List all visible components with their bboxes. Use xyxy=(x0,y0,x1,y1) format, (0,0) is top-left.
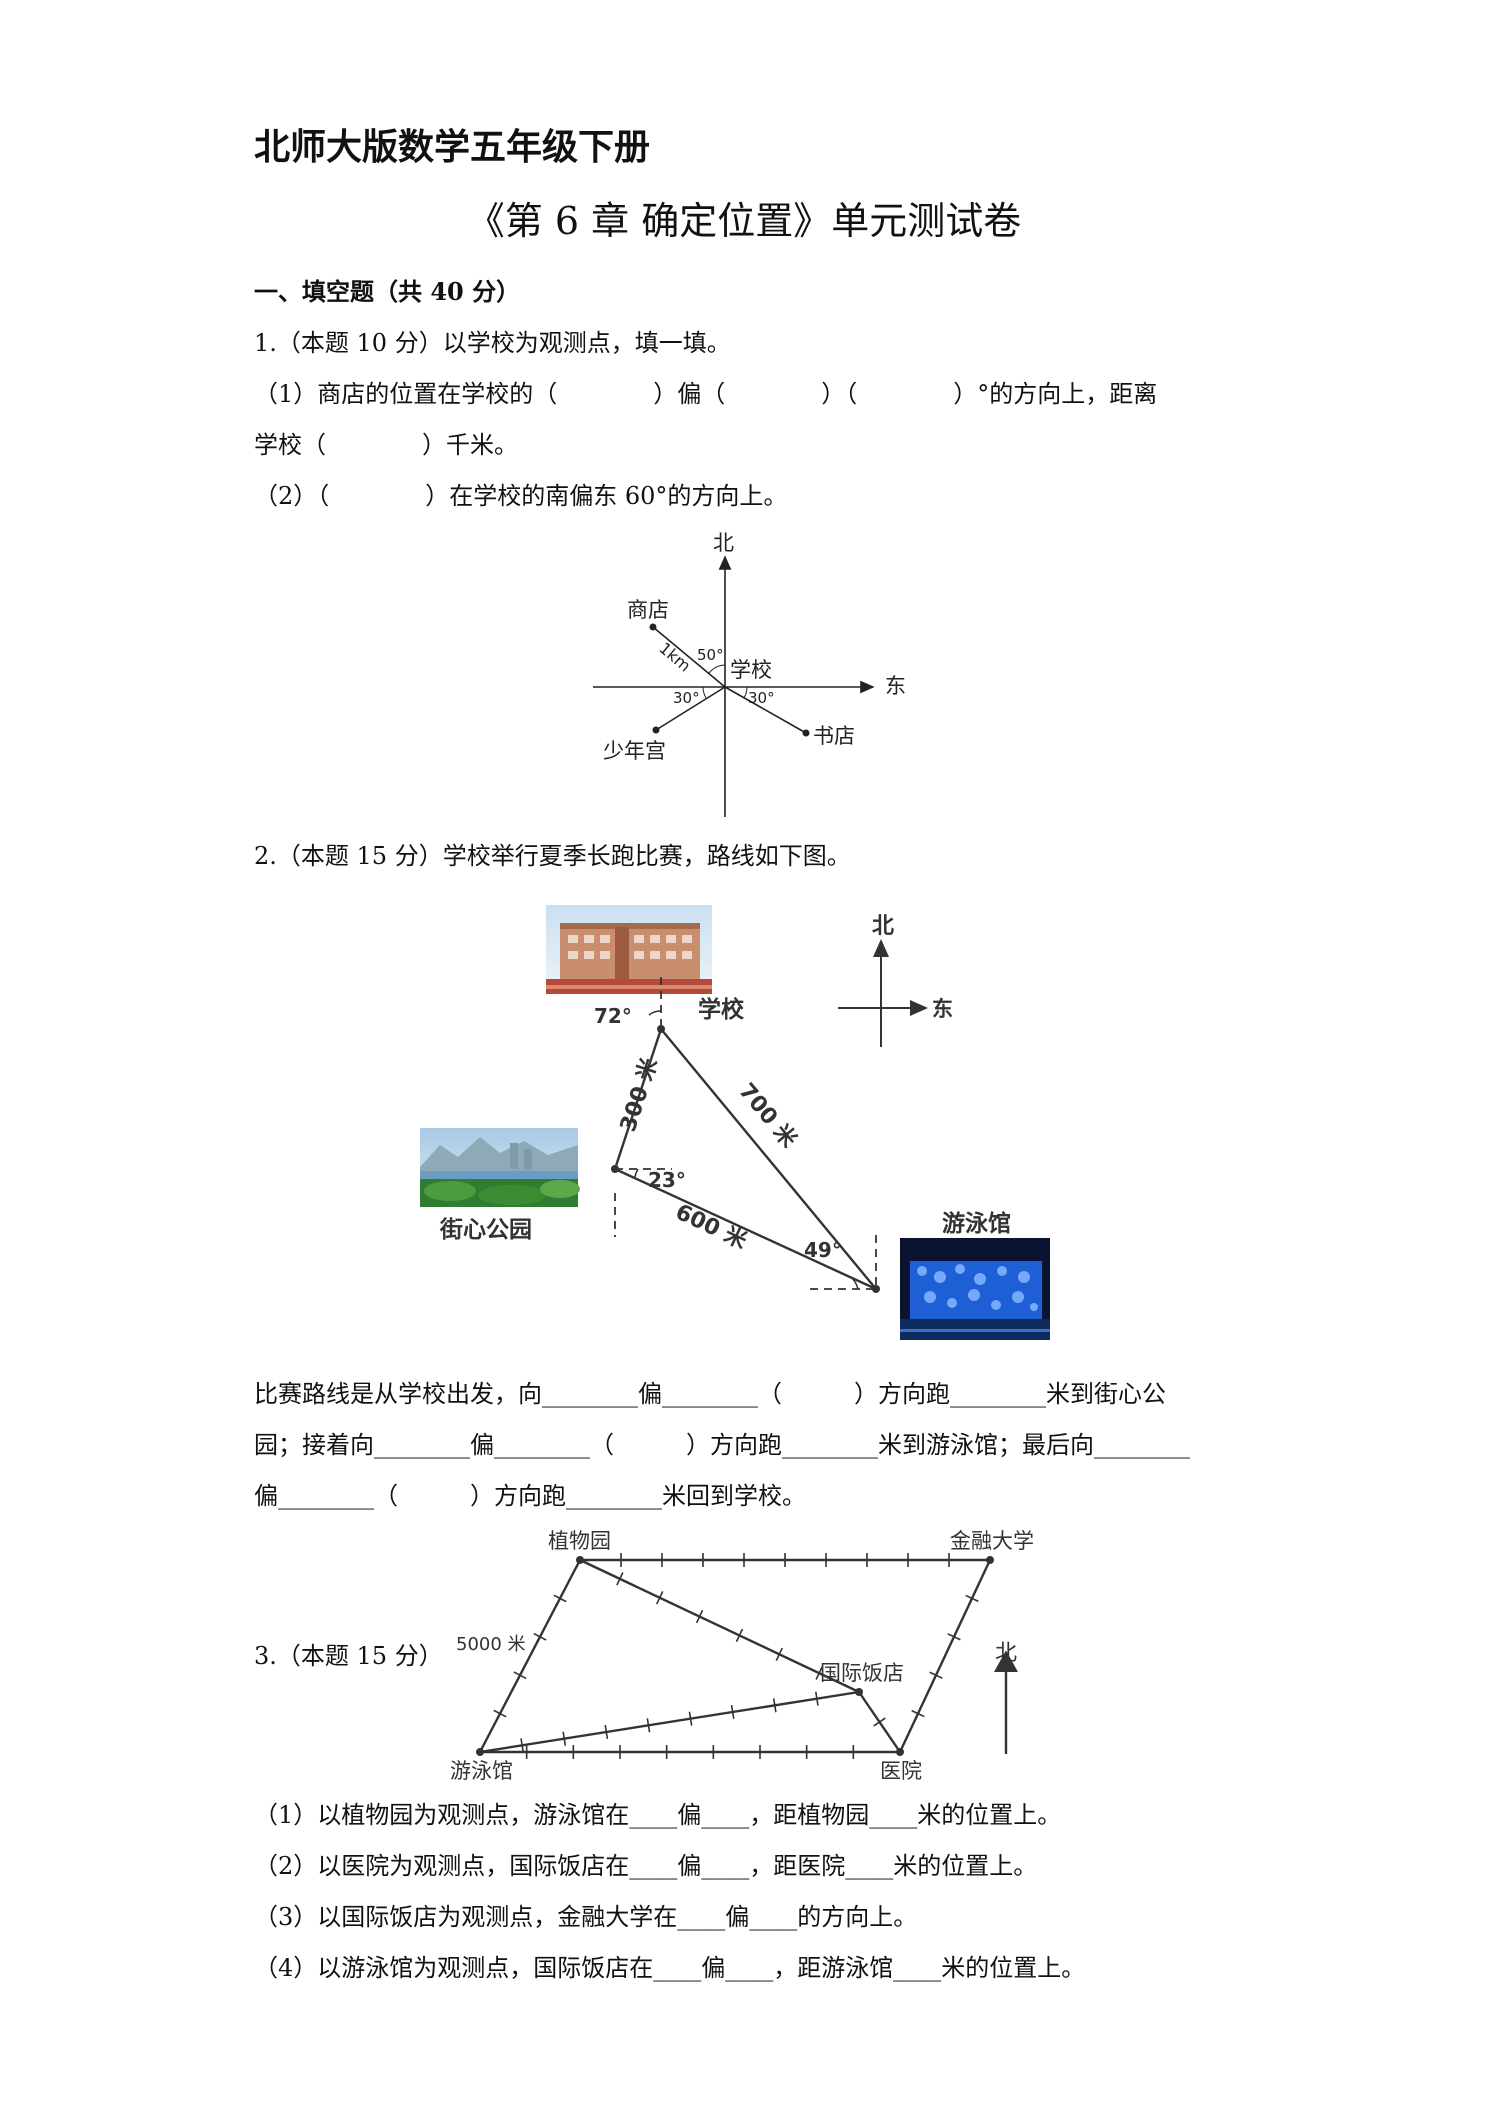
q2-school-point xyxy=(657,1025,665,1033)
q1-compass-figure: 北 东 学校 商店 书店 少年宫 1km 50° 30° 30° xyxy=(585,525,915,820)
q3-pool-label: 游泳馆 xyxy=(450,1759,513,1780)
worksheet-subtitle: 《第 6 章 确定位置》单元测试卷 xyxy=(466,199,1022,243)
pool-photo xyxy=(900,1238,1050,1340)
q2-distance-park-pool: 600 米 xyxy=(671,1200,751,1255)
q1-part1-line2: 学校（ ）千米。 xyxy=(254,431,518,459)
q2-answer-line2: 园；接着向________偏________（ ）方向跑________米到游泳… xyxy=(254,1431,1190,1459)
q2-answer-line1: 比赛路线是从学校出发，向________偏________（ ）方向跑_____… xyxy=(254,1380,1166,1408)
q3-north-label: 北 xyxy=(995,1641,1017,1666)
q1-shop-label: 商店 xyxy=(627,598,669,622)
bookstore-point xyxy=(802,729,810,737)
q1-youth-palace-label: 少年宫 xyxy=(603,739,666,763)
q3-part1: （1）以植物园为观测点，游泳馆在____偏____，距植物园____米的位置上。 xyxy=(254,1801,1062,1829)
q1-distance-label: 1km xyxy=(655,639,694,676)
park-photo xyxy=(420,1128,580,1207)
q1-angle-right: 30° xyxy=(748,689,775,707)
q1-north-label: 北 xyxy=(713,531,734,555)
q2-pool-point xyxy=(872,1285,880,1293)
q1-bookstore-label: 书店 xyxy=(813,724,855,748)
q1-school-label: 学校 xyxy=(730,658,772,682)
q1-stem: 1.（本题 10 分）以学校为观测点，填一填。 xyxy=(254,329,731,357)
q3-hospital-point xyxy=(896,1748,904,1756)
q3-stem: 3.（本题 15 分） xyxy=(254,1642,443,1670)
q2-distance-school-pool: 700 米 xyxy=(733,1079,801,1154)
youth-palace-point xyxy=(652,726,660,734)
q3-university-label: 金融大学 xyxy=(950,1529,1034,1553)
q3-hospital-label: 医院 xyxy=(880,1759,922,1780)
q2-distance-school-park: 300 米 xyxy=(616,1054,663,1135)
q2-angle-pool: 49° xyxy=(804,1238,842,1262)
q3-hotel-point xyxy=(855,1688,863,1696)
school-photo xyxy=(546,905,712,994)
q2-answer-line3: 偏________（ ）方向跑________米回到学校。 xyxy=(254,1482,806,1510)
q2-angle-school: 72° xyxy=(594,1004,632,1028)
q3-part3: （3）以国际饭店为观测点，金融大学在____偏____的方向上。 xyxy=(254,1903,918,1931)
q2-pool-label: 游泳馆 xyxy=(942,1210,1011,1237)
q3-garden-point xyxy=(576,1556,584,1564)
q1-part1-line1: （1）商店的位置在学校的（ ）偏（ ）（ ）°的方向上，距离 xyxy=(254,380,1158,408)
q2-park-point xyxy=(611,1165,619,1173)
q2-angle-park: 23° xyxy=(648,1168,686,1192)
q1-angle-left: 30° xyxy=(673,689,700,707)
q2-park-label: 街心公园 xyxy=(439,1216,532,1243)
shop-point xyxy=(649,623,657,631)
q2-school-label: 学校 xyxy=(698,996,745,1023)
q3-hotel-label: 国际饭店 xyxy=(820,1661,904,1685)
q2-north-label: 北 xyxy=(872,914,894,939)
q3-scale-label: 5000 米 xyxy=(456,1634,526,1655)
q1-angle-shop: 50° xyxy=(697,646,724,664)
section-heading-fill-blank: 一、填空题（共 40 分） xyxy=(254,277,521,306)
q3-part2: （2）以医院为观测点，国际饭店在____偏____，距医院____米的位置上。 xyxy=(254,1852,1038,1880)
q2-east-label: 东 xyxy=(932,997,953,1021)
q3-map-figure: 植物园 金融大学 国际饭店 游泳馆 医院 5000 米 北 xyxy=(440,1520,1060,1780)
q3-garden-label: 植物园 xyxy=(548,1529,611,1553)
q3-pool-point xyxy=(476,1748,484,1756)
q1-east-label: 东 xyxy=(885,674,906,698)
q1-part2: （2）（ ）在学校的南偏东 60°的方向上。 xyxy=(254,482,788,510)
q3-university-point xyxy=(986,1556,994,1564)
q2-route-figure: 北 东 学校 街心公园 游泳馆 300 米 700 米 600 米 72° xyxy=(420,905,1070,1345)
worksheet-title: 北师大版数学五年级下册 xyxy=(254,127,651,168)
q2-stem: 2.（本题 15 分）学校举行夏季长跑比赛，路线如下图。 xyxy=(254,842,851,870)
q3-part4: （4）以游泳馆为观测点，国际饭店在____偏____，距游泳馆____米的位置上… xyxy=(254,1954,1086,1982)
